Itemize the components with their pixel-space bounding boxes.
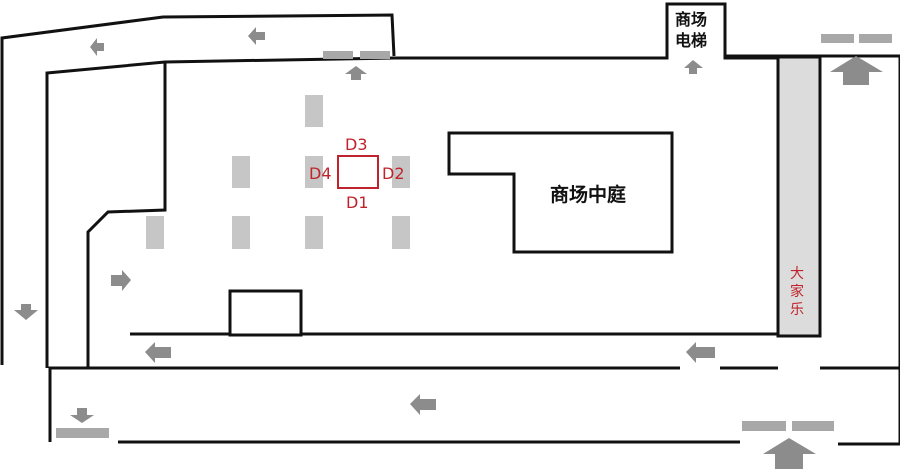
parking-slot-icon [859, 34, 892, 43]
booth-label-d1: D1 [346, 193, 369, 212]
booth-label-d4: D4 [309, 164, 332, 183]
pillars [146, 95, 410, 249]
atrium-block[interactable] [447, 131, 674, 254]
arrow-icon [111, 270, 131, 291]
arrow-icon [145, 342, 171, 363]
store-block[interactable] [776, 55, 822, 338]
parking-slot-icon [360, 51, 390, 59]
arrow-icon [763, 438, 816, 469]
pillar [392, 216, 410, 249]
booth-label-d2: D2 [382, 164, 405, 183]
arrow-icon [686, 342, 715, 363]
outer-road-left-top [0, 13, 396, 365]
elevator-label-line-2: 电梯 [675, 31, 707, 50]
arrow-icon [830, 56, 883, 85]
pillar [146, 216, 164, 249]
store-label: 大 家 乐 [790, 266, 804, 318]
arrow-icon [90, 38, 104, 56]
building-wall [395, 2, 778, 60]
pillar [305, 156, 323, 188]
elevator-label-line-1: 商场 [675, 10, 707, 29]
pillar [305, 95, 323, 127]
arrow-icon [684, 60, 703, 74]
store-label-char-1: 大 [790, 266, 804, 282]
parking-slot-icon [56, 428, 109, 438]
parking-slot-icon [742, 421, 786, 431]
parking-slot-icon [792, 421, 834, 431]
parking-slots [56, 34, 892, 438]
arrow-icon [70, 408, 94, 423]
inner-road-left [48, 366, 680, 442]
arrow-icon [248, 27, 265, 45]
parking-slot-icon [323, 51, 353, 59]
inner-road-top-left [45, 56, 396, 368]
pillar [305, 216, 323, 249]
store-label-char-2: 家 [790, 283, 804, 300]
store-label-char-3: 乐 [790, 302, 804, 318]
arrow-icon [345, 66, 367, 80]
building-west-wall [86, 62, 167, 368]
small-room[interactable] [228, 289, 303, 337]
arrow-icon [410, 394, 436, 415]
booth-label-d3: D3 [345, 135, 368, 154]
pillar [392, 156, 410, 188]
building-outline [86, 2, 778, 368]
arrow-icon [14, 304, 38, 320]
road-boundaries [0, 13, 900, 446]
direction-arrows [14, 27, 883, 469]
parking-slot-icon [821, 34, 854, 43]
pillar [232, 156, 250, 188]
booth-d[interactable] [337, 155, 379, 189]
atrium-label: 商场中庭 [550, 183, 626, 206]
pillar [232, 216, 250, 249]
